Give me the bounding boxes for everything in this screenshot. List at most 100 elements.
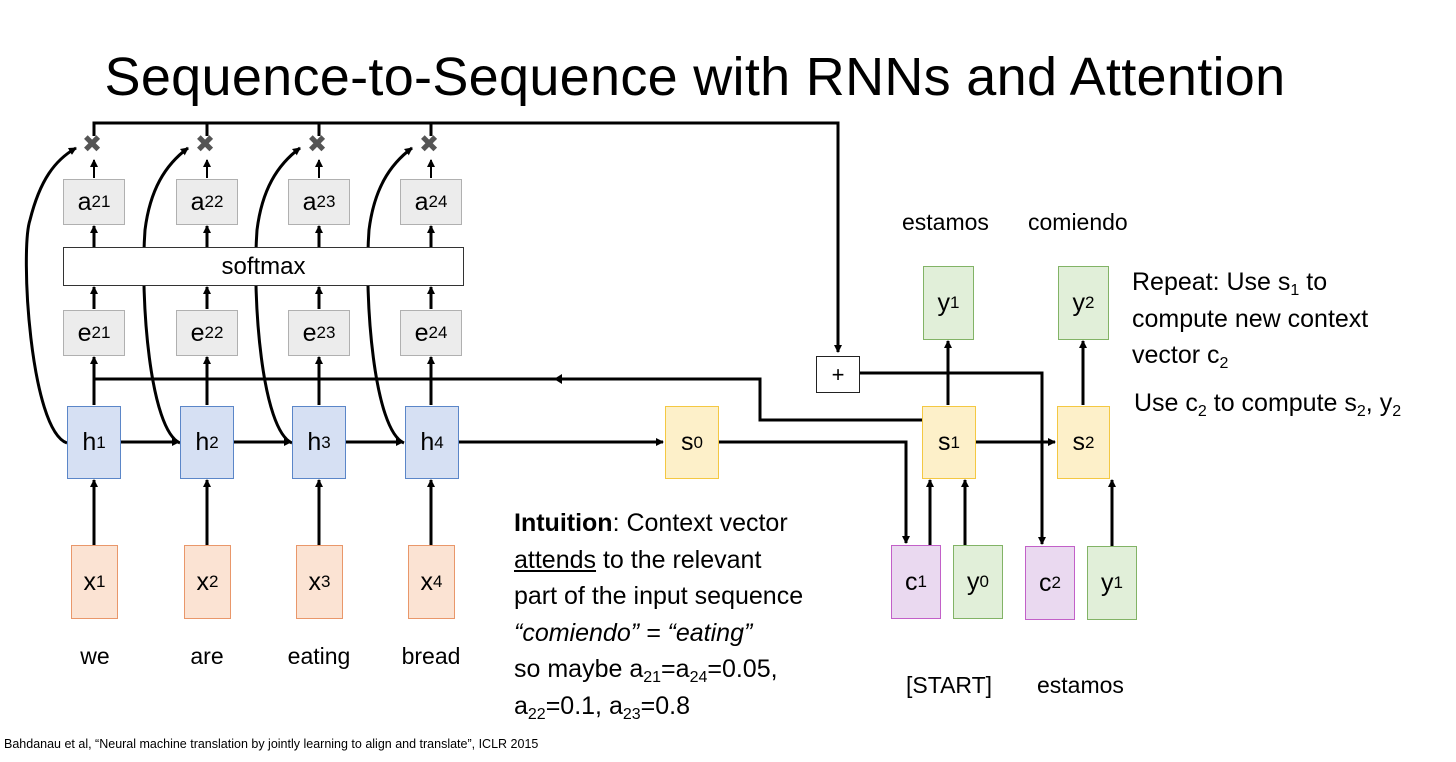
- box-subscript: 2: [1085, 293, 1095, 312]
- text: so maybe a: [514, 655, 644, 683]
- box-label: a: [77, 187, 92, 216]
- intuition-line-1: Intuition: Context vector: [514, 505, 803, 542]
- box-subscript: 1: [1113, 573, 1123, 592]
- box-subscript: 3: [321, 432, 331, 452]
- citation: Bahdanau et al, “Neural machine translat…: [4, 737, 539, 751]
- subscript: 24: [689, 669, 708, 686]
- box-subscript: 0: [693, 432, 703, 452]
- subscript: 2: [1219, 355, 1229, 372]
- box-label: a: [190, 187, 205, 216]
- box-subscript: 4: [433, 572, 443, 591]
- box-label: s: [938, 428, 951, 456]
- box-label: c: [1039, 568, 1052, 597]
- box-label: h: [307, 428, 322, 456]
- sum-box: +: [816, 356, 860, 393]
- repeat-line-3: vector c2: [1132, 337, 1368, 374]
- box-subscript: 21: [91, 323, 111, 342]
- box-subscript: 0: [979, 572, 989, 591]
- subscript: 23: [622, 705, 641, 723]
- box-label: y: [967, 567, 980, 596]
- subscript: 2: [1197, 403, 1207, 420]
- box-subscript: 4: [434, 432, 444, 452]
- box-label: a: [302, 187, 317, 216]
- text: Use c: [1134, 389, 1198, 417]
- intuition-line-5: so maybe a21=a24=0.05,: [514, 651, 803, 688]
- intuition-line-3: part of the input sequence: [514, 582, 804, 610]
- box-label: x: [308, 567, 322, 596]
- text: =a: [661, 655, 690, 683]
- softmax-box: softmax: [63, 247, 464, 286]
- box-label: s: [681, 428, 694, 456]
- subscript: 2: [1392, 403, 1402, 420]
- intuition-line-4: “comiendo” = “eating”: [514, 618, 753, 647]
- box-label: y: [937, 288, 951, 317]
- box-label: x: [83, 567, 97, 596]
- box-subscript: 22: [204, 323, 224, 342]
- prev-output-word: estamos: [1037, 672, 1124, 698]
- box-label: x: [420, 567, 434, 596]
- prev-output-word: [START]: [906, 672, 993, 698]
- slide-title: Sequence-to-Sequence with RNNs and Atten…: [104, 47, 1286, 107]
- box-subscript: 1: [96, 572, 106, 591]
- repeat-line-1: Repeat: Use s1 to: [1132, 264, 1368, 301]
- intuition-annotation: Intuition: Context vector attends to the…: [514, 505, 803, 724]
- arrow-s0-c1: [718, 440, 910, 544]
- text: Repeat: Use s: [1132, 268, 1291, 296]
- curve-h1-mult: [24, 146, 77, 445]
- input-word: we: [80, 643, 110, 669]
- s1-query-arrowhead: [554, 374, 562, 384]
- repeat-annotation: Repeat: Use s1 to compute new context ve…: [1132, 264, 1368, 374]
- context-bus-line: [92, 121, 842, 353]
- box-subscript: 21: [91, 192, 111, 211]
- box-label: e: [190, 318, 205, 347]
- text: : Context vector: [612, 509, 788, 537]
- use-c2-annotation: Use c2 to compute s2, y2: [1134, 385, 1401, 422]
- box-label: e: [302, 318, 317, 347]
- box-subscript: 1: [917, 572, 927, 591]
- text: Intuition: [514, 509, 613, 537]
- text: to the relevant: [596, 545, 762, 574]
- box-label: e: [414, 318, 429, 347]
- output-word: estamos: [902, 209, 989, 235]
- intuition-line-2: attends to the relevant: [514, 542, 803, 579]
- box-label: h: [195, 428, 210, 456]
- text: to: [1299, 268, 1328, 296]
- box-label: s: [1072, 428, 1086, 456]
- box-label: h: [420, 428, 435, 456]
- multiply-icon: ✖: [419, 131, 440, 158]
- box-label: y: [1072, 288, 1086, 317]
- text: =0.1, a: [545, 691, 623, 720]
- box-subscript: 23: [316, 323, 336, 342]
- multiply-icon: ✖: [307, 131, 328, 158]
- subscript: 22: [527, 705, 546, 723]
- intuition-line-6: a22=0.1, a23=0.8: [514, 688, 803, 725]
- box-label: h: [82, 428, 97, 456]
- box-subscript: 24: [428, 192, 448, 211]
- subscript: 2: [1356, 403, 1366, 420]
- text: , y: [1365, 389, 1393, 417]
- s1-query-line: [94, 377, 922, 422]
- input-word: eating: [287, 643, 351, 669]
- box-label: e: [77, 318, 92, 347]
- subscript: 21: [643, 669, 662, 686]
